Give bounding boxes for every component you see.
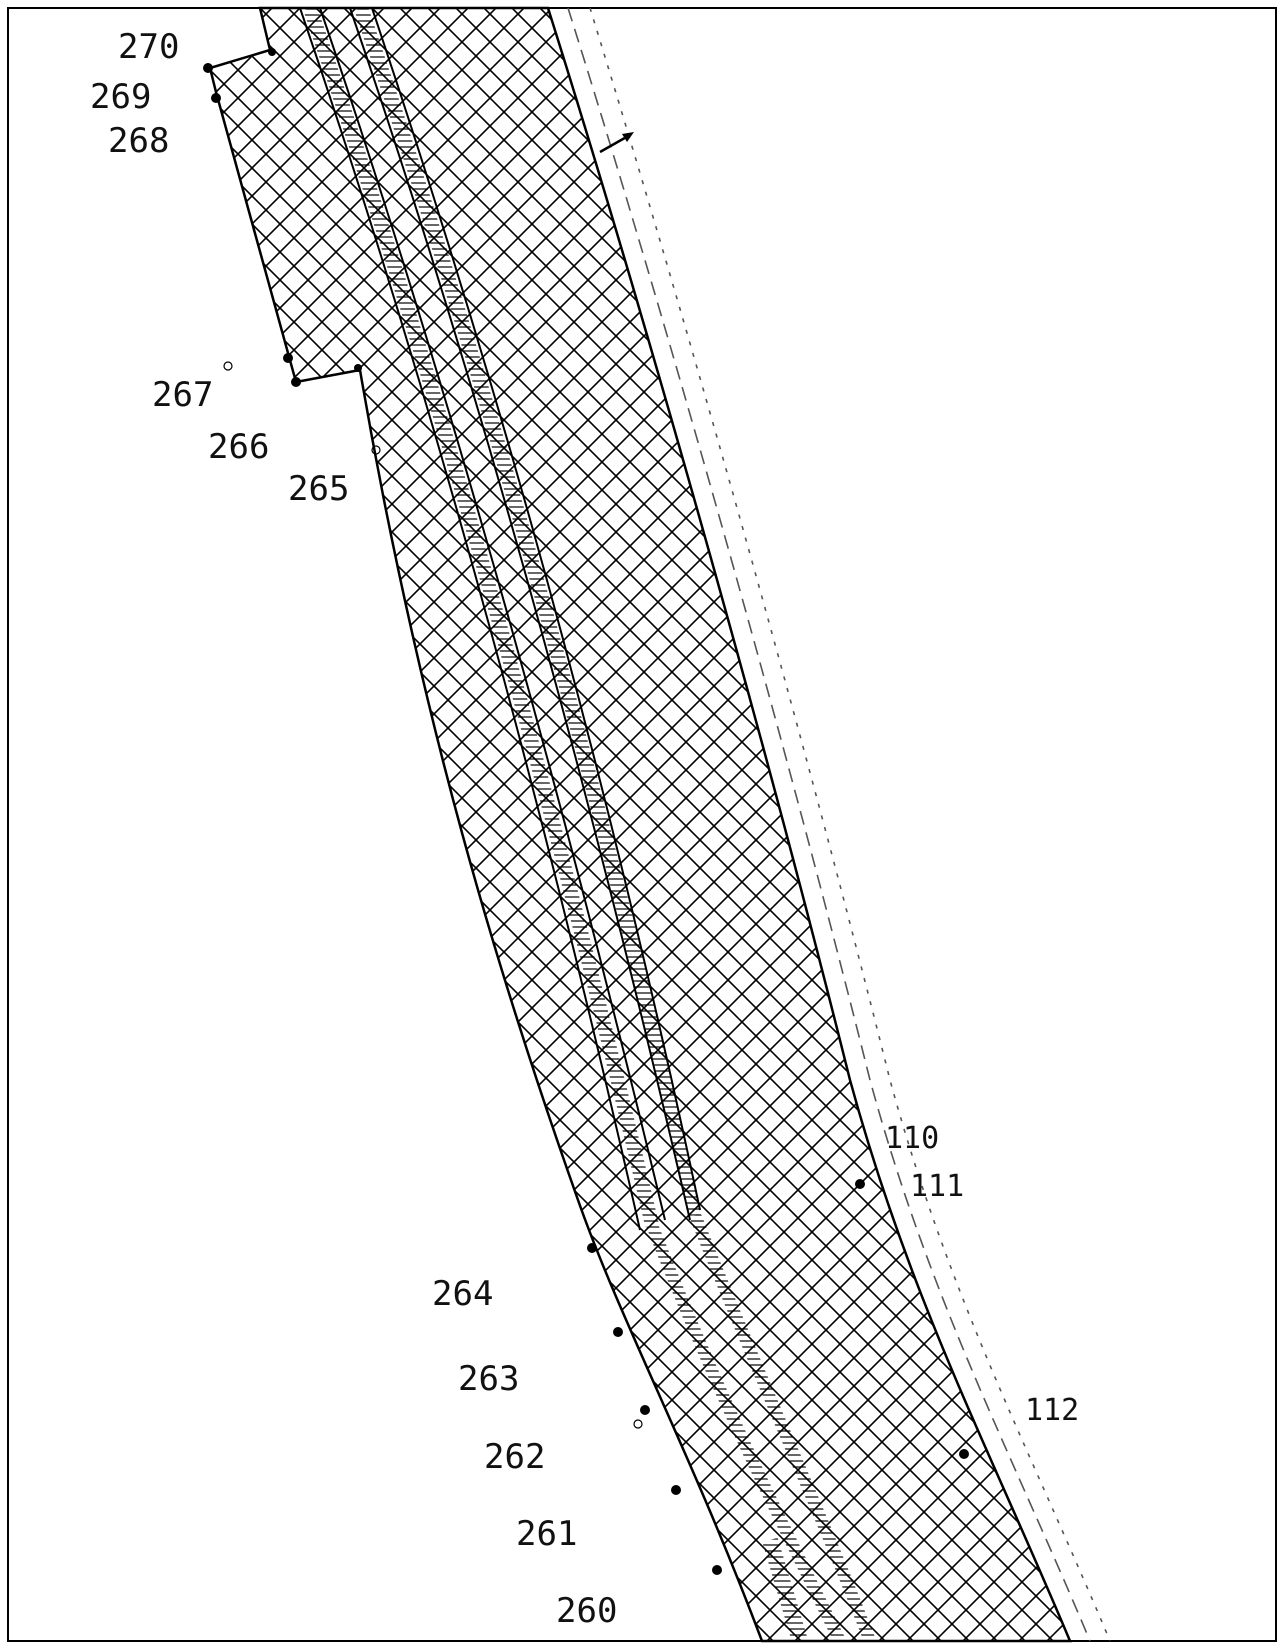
survey-point-icon [283, 353, 293, 363]
rail-ties [303, 5, 659, 1227]
survey-point-icon [640, 1405, 650, 1415]
rail-ties [646, 1222, 846, 1644]
track-line [371, 7, 701, 1211]
boundary-dashed [567, 7, 1091, 1642]
open-markers [223, 361, 643, 1429]
point-label-270: 270 [118, 27, 179, 67]
point-label-267: 267 [152, 375, 213, 415]
point-label-110: 110 [885, 1121, 939, 1156]
point-label-112: 112 [1025, 1393, 1079, 1428]
survey-point-icon [268, 48, 276, 56]
survey-point-icon [671, 1485, 681, 1495]
rail-ties [354, 5, 702, 1217]
survey-point-icon [203, 63, 213, 73]
point-label-263: 263 [458, 1359, 519, 1399]
north-arrow-icon [599, 132, 634, 154]
track-line [349, 7, 691, 1221]
track-line [319, 7, 666, 1221]
survey-point-icon [211, 93, 221, 103]
point-label-260: 260 [556, 1591, 617, 1631]
survey-point-icon [354, 364, 362, 372]
point-label-269: 269 [90, 77, 151, 117]
track-line [299, 7, 641, 1231]
survey-point-icon [587, 1243, 597, 1253]
point-label-261: 261 [516, 1514, 577, 1554]
hatched-parcel [208, 6, 1072, 1643]
point-label-262: 262 [484, 1437, 545, 1477]
point-label-266: 266 [208, 427, 269, 467]
point-label-268: 268 [108, 121, 169, 161]
survey-point-icon [371, 445, 381, 455]
survey-point-icon [712, 1565, 722, 1575]
survey-points [203, 48, 969, 1575]
survey-point-icon [291, 377, 301, 387]
rail-ties [762, 1537, 808, 1644]
survey-point-icon [633, 1419, 643, 1429]
survey-point-icon [613, 1327, 623, 1337]
survey-point-icon [855, 1179, 865, 1189]
point-label-265: 265 [288, 469, 349, 509]
boundary-dashed [589, 7, 1111, 1642]
point-label-264: 264 [432, 1274, 493, 1314]
map-border [7, 7, 1277, 1642]
point-label-111: 111 [910, 1169, 964, 1204]
survey-point-icon [223, 361, 233, 371]
rail-ties [689, 1212, 876, 1644]
survey-point-icon [959, 1449, 969, 1459]
